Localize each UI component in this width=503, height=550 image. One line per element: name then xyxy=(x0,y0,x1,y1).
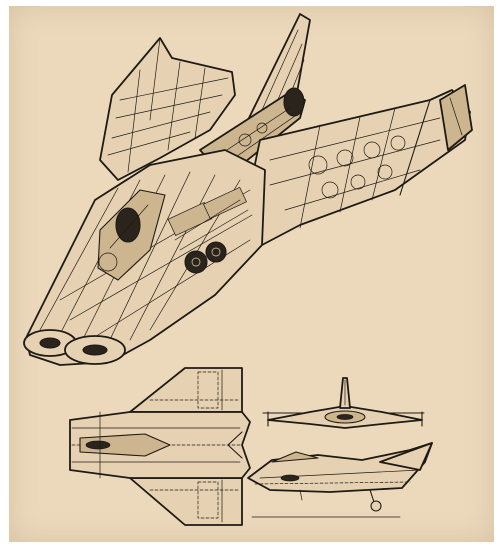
left-wing xyxy=(99,37,236,181)
internal-equipment xyxy=(167,186,249,274)
nose-intakes xyxy=(23,329,126,365)
side-view xyxy=(247,442,433,518)
cutaway-perspective-view xyxy=(23,13,473,366)
plan-view xyxy=(69,367,251,526)
front-view xyxy=(262,377,425,429)
right-wing xyxy=(244,84,473,246)
cockpit xyxy=(97,189,166,281)
